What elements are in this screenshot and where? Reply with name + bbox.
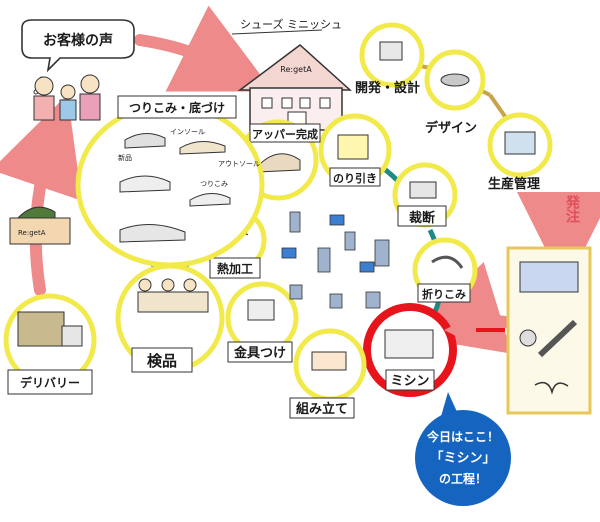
materials-panel (506, 246, 592, 415)
heat-label: 熱加工 (217, 261, 253, 276)
station-paste: のり引き (318, 113, 392, 187)
cutting-label: 裁断 (409, 210, 435, 226)
folding-label: 折りこみ (422, 287, 466, 301)
inspection-label: 検品 (147, 352, 177, 370)
station-design: デザイン (424, 49, 486, 136)
station-sewing: ミシン (363, 303, 457, 397)
station-lasting: つりこみ・底づけ 新品 インソール アウトソール つりこみ (75, 95, 265, 268)
lasting-note-lasting: つりこみ (200, 180, 228, 188)
station-folding: 折りこみ (412, 237, 478, 303)
station-delivery: デリバリー (3, 293, 97, 395)
lasting-label: つりこみ・底づけ (129, 100, 225, 115)
callout-line-1: 今日はここ！ (426, 429, 499, 444)
shoe-box: Re:getA (9, 206, 71, 245)
paste-label: のり引き (333, 171, 377, 185)
town-decoration (281, 211, 390, 309)
production-label: 生産管理 (488, 176, 540, 192)
callout-line-2: 「ミシン」 (430, 450, 495, 466)
station-production: 生産管理 (487, 112, 553, 192)
station-hardware: 金具つけ (225, 281, 299, 363)
upper-complete-label: アッパー完成 (252, 127, 318, 141)
callout-line-3: の工程！ (439, 471, 487, 486)
assembly-label: 組み立て (296, 401, 348, 417)
factory-sign: Re:getA (280, 65, 312, 74)
station-inspection: 検品 (115, 263, 225, 373)
development-label: 開発・設計 (355, 80, 420, 96)
station-cutting: 裁断 (392, 162, 458, 228)
factory-building: Re:getA (237, 44, 352, 131)
station-assembly: 組み立て (289, 328, 367, 419)
customers-illustration (33, 74, 101, 121)
lasting-note-insole: インソール (170, 128, 205, 136)
today-callout: 今日はここ！ 「ミシン」 の工程！ (415, 392, 511, 506)
sewing-label: ミシン (390, 374, 429, 389)
lasting-note-outsole: アウトソール (218, 160, 260, 168)
diagram-title: シューズ ミニッシュ (240, 17, 342, 31)
lasting-note-new: 新品 (118, 153, 132, 162)
design-label: デザイン (425, 120, 477, 136)
shoe-box-label: Re:getA (18, 229, 46, 237)
delivery-label: デリバリー (20, 375, 80, 390)
customer-voice-text: お客様の声 (43, 32, 113, 49)
order-label: 発注 (564, 194, 581, 223)
hardware-label: 金具つけ (233, 345, 286, 361)
